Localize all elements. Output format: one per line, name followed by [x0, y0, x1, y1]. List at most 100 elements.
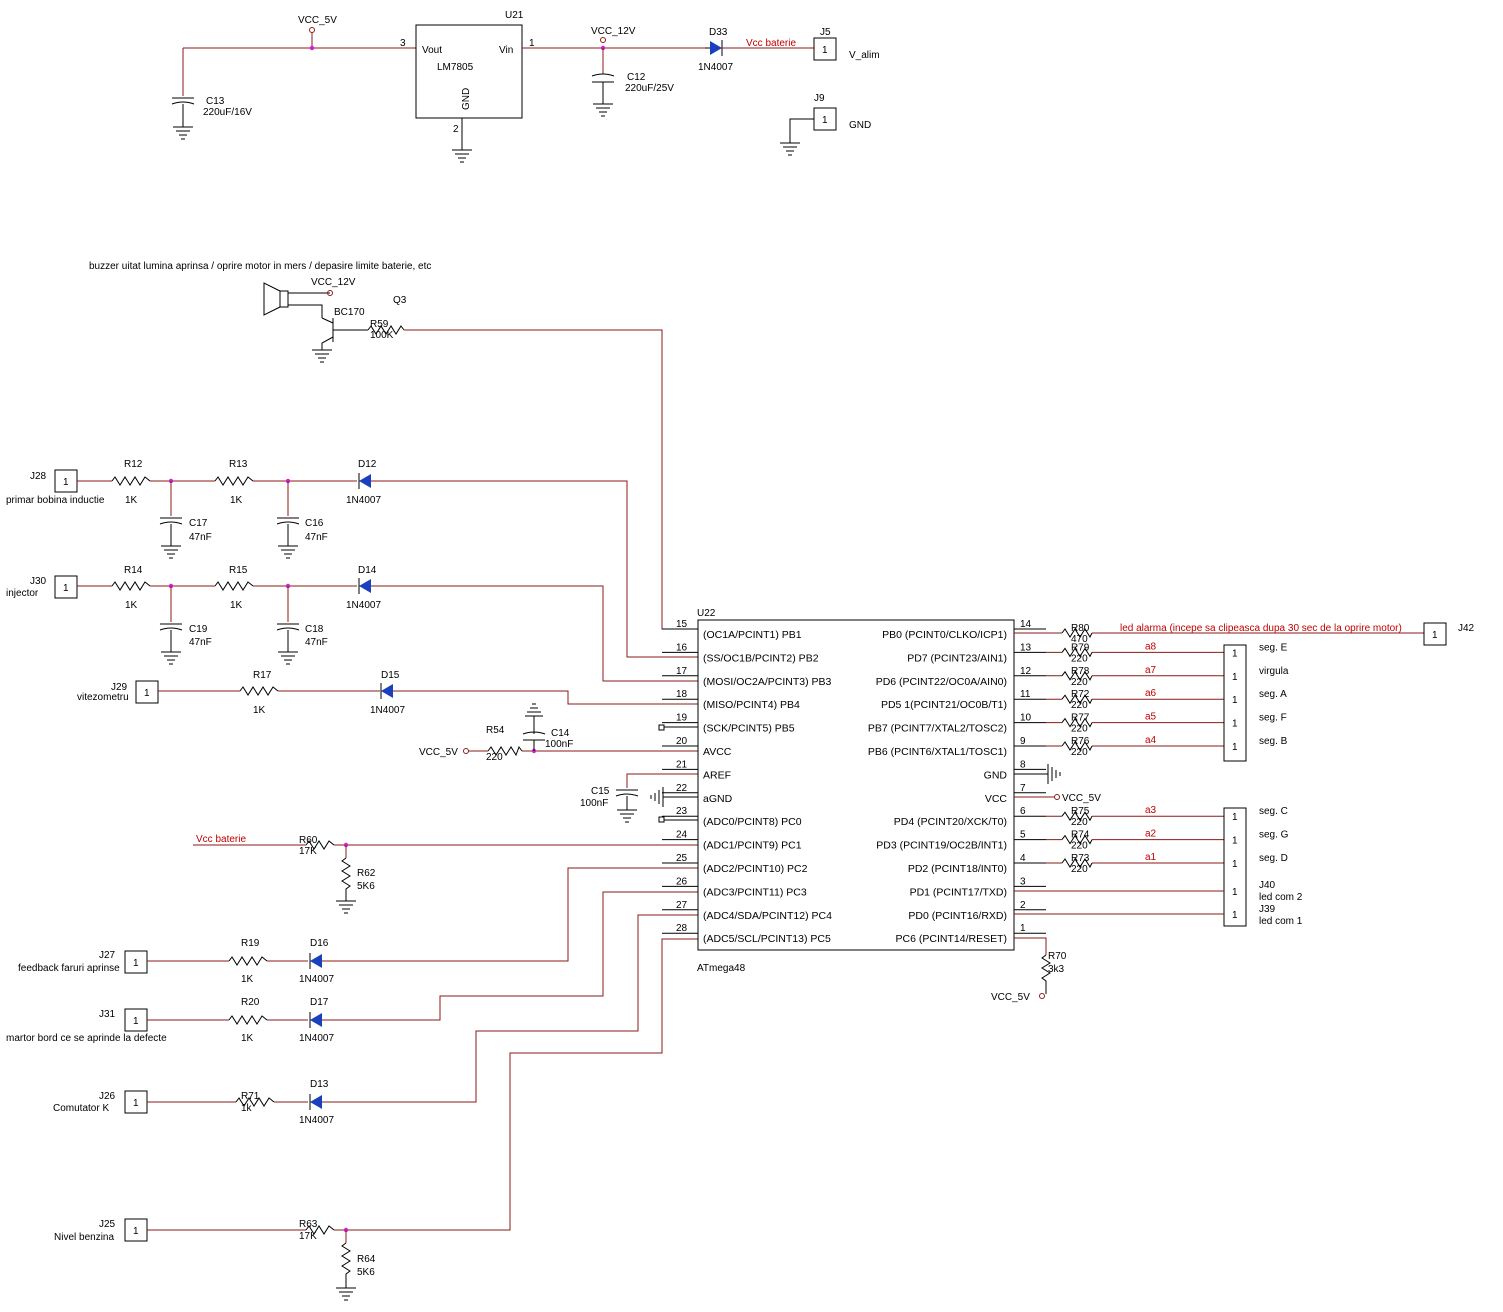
resistor-r59: R59 100K — [367, 319, 405, 341]
d17-ref: D17 — [310, 997, 329, 1008]
d15-ref: D15 — [381, 670, 400, 681]
mcu-pin-name: PB7 (PCINT7/XTAL2/TOSC2) — [868, 723, 1007, 735]
mcu-pin-number: 15 — [676, 619, 688, 630]
r80-ref: R80 — [1071, 623, 1090, 634]
r60-ref: R60 — [299, 835, 318, 846]
d13-ref: D13 — [310, 1079, 329, 1090]
j29-label: vitezometru — [77, 692, 129, 703]
d12-value: 1N4007 — [346, 495, 381, 506]
connector-pin: 1 — [1232, 812, 1238, 823]
j30-label: injector — [6, 588, 39, 599]
r54-ref: R54 — [486, 725, 505, 736]
mcu-pin-name: (ADC0/PCINT8) PC0 — [703, 816, 802, 828]
mcu-pin-name: PD1 (PCINT17/TXD) — [910, 886, 1007, 898]
r19-ref: R19 — [241, 938, 260, 949]
connector-pin: 1 — [1232, 859, 1238, 870]
segment-net: a4 — [1145, 735, 1157, 746]
d33-ref: D33 — [709, 27, 728, 38]
segment-net: a5 — [1145, 712, 1157, 723]
r17-ref: R17 — [253, 670, 272, 681]
diode-d14: D14 1N4007 — [346, 565, 381, 611]
c17-ref: C17 — [189, 518, 208, 529]
j40-label: led com 2 — [1259, 892, 1303, 903]
j25-ref: J25 — [99, 1219, 116, 1230]
mcu-pin-number: 21 — [676, 759, 688, 770]
reset-vcc-terminal — [1039, 993, 1045, 999]
segment-net: a8 — [1145, 641, 1157, 652]
mcu-pin-number: 24 — [676, 830, 688, 841]
resistor-r80 — [1061, 628, 1093, 639]
vcc12-terminal — [600, 37, 606, 43]
c16-ref: C16 — [305, 518, 324, 529]
j31-pin: 1 — [133, 1016, 139, 1027]
u21-gnd: GND — [461, 88, 472, 110]
c13-value: 220uF/16V — [203, 107, 252, 118]
segment-resistor-ref: R77 — [1071, 713, 1090, 724]
connector-block-lower — [1223, 807, 1247, 927]
c19-ref: C19 — [189, 624, 208, 635]
avcc-src: VCC_5V — [419, 747, 458, 758]
mcu-value: ATmega48 — [697, 963, 746, 974]
mcu-pin-number: 5 — [1020, 830, 1026, 841]
connector-j29: 1 J29 vitezometru — [77, 680, 159, 704]
resistor-r63 — [305, 1225, 335, 1235]
r20-value: 1K — [241, 1033, 254, 1044]
mcu-pin-name: PD6 (PCINT22/OC0A/AIN0) — [876, 676, 1007, 688]
mcu-pin-name: (ADC4/SDA/PCINT12) PC4 — [703, 910, 832, 922]
diode-d16: D16 1N4007 — [299, 938, 334, 985]
resistor-r12 — [111, 476, 151, 486]
segment-resistor — [1061, 858, 1093, 869]
r13-ref: R13 — [229, 459, 248, 470]
pc0-nc-marker — [658, 816, 665, 823]
c16-value: 47nF — [305, 532, 328, 543]
diode-d15: D15 1N4007 — [370, 670, 405, 716]
r64-ref: R64 — [357, 1254, 376, 1265]
segment-net: a3 — [1145, 805, 1157, 816]
segment-resistor — [1061, 811, 1093, 822]
connector-j42: 1 J42 — [1423, 622, 1475, 646]
j29-pin: 1 — [144, 688, 150, 699]
c14-value: 100nF — [545, 739, 573, 750]
mcu-pin-number: 9 — [1020, 736, 1026, 747]
connector-j31: 1 J31 martor bord ce se aprinde la defec… — [6, 1008, 167, 1044]
segment-resistor-value: 220 — [1071, 747, 1088, 758]
r14-value: 1K — [125, 600, 138, 611]
avcc-src-terminal — [463, 748, 469, 754]
inputs-section: 1 J28 primar bobina inductie R12 1K R13 … — [6, 459, 698, 1301]
capacitor-c16 — [276, 517, 300, 559]
c12-ref: C12 — [627, 72, 646, 83]
segment-resistor-ref: R72 — [1071, 689, 1090, 700]
d14-ref: D14 — [358, 565, 377, 576]
segment-net: a1 — [1145, 852, 1157, 863]
mcu-pin-number: 7 — [1020, 783, 1026, 794]
c19-value: 47nF — [189, 637, 212, 648]
mcu-pin-number: 6 — [1020, 806, 1026, 817]
regulator-u21: U21 Vout Vin LM7805 GND 3 1 2 — [400, 10, 535, 163]
mcu-pin-name: (ADC5/SCL/PCINT13) PC5 — [703, 933, 831, 945]
mcu-pin-name: PD7 (PCINT23/AIN1) — [907, 652, 1007, 664]
buzzer-vcc-terminal — [327, 290, 333, 296]
mcu-pin-name: VCC — [985, 793, 1008, 805]
r59-value: 100K — [370, 330, 394, 341]
q3-value: BC170 — [334, 307, 365, 318]
segment-label: seg. C — [1259, 806, 1288, 817]
connector-j30: 1 J30 injector — [6, 575, 78, 599]
mcu-pin-number: 25 — [676, 853, 688, 864]
c13-ref: C13 — [206, 96, 225, 107]
mcu-pin-number: 26 — [676, 876, 688, 887]
vcc12-label: VCC_12V — [591, 26, 636, 37]
segment-resistor-value: 220 — [1071, 724, 1088, 735]
r70-value: 3k3 — [1048, 964, 1065, 975]
mcu-pin-number: 22 — [676, 783, 688, 794]
r19-value: 1K — [241, 974, 254, 985]
connector-j26: 1 J26 Comutator K — [53, 1090, 148, 1114]
resistor-r15 — [214, 581, 254, 591]
r59-ref: R59 — [370, 319, 389, 330]
r62-value: 5K6 — [357, 881, 375, 892]
mcu-pin-number: 16 — [676, 642, 688, 653]
buzzer-note: buzzer uitat lumina aprinsa / oprire mot… — [89, 261, 431, 272]
segment-label: seg. F — [1259, 713, 1287, 724]
mcu-pin-name: PD2 (PCINT18/INT0) — [908, 863, 1007, 875]
